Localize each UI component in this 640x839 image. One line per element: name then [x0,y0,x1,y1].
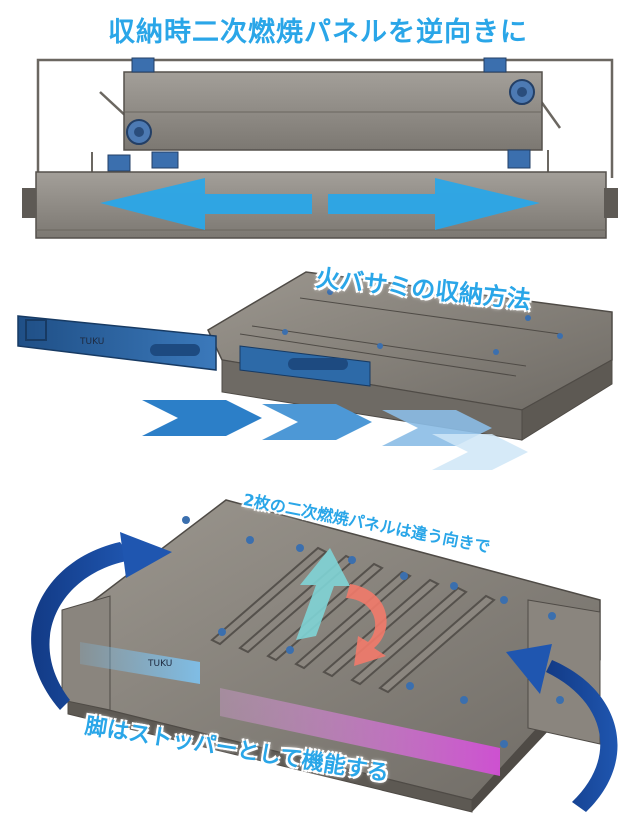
tongs-storage-assembly: TUKU [17,271,613,470]
side-view-assembly [22,57,618,239]
logo-text: TUKU [79,337,104,347]
teal-rotate-arrow-icon [296,548,350,640]
leg-highlight [220,688,500,776]
coral-rotate-arrow-icon [346,584,387,666]
left-arrow-icon [100,178,312,230]
logo-text-2: TUKU [147,659,172,669]
left-curve-arrow-icon [31,542,132,710]
chevron-arrows-icon [142,400,528,470]
panels-legs-assembly: TUKU [31,499,618,813]
top-caption: 収納時二次燃焼パネルを逆向きに [108,17,528,48]
right-curve-arrow-icon [546,660,618,812]
right-arrow-icon [328,178,540,230]
